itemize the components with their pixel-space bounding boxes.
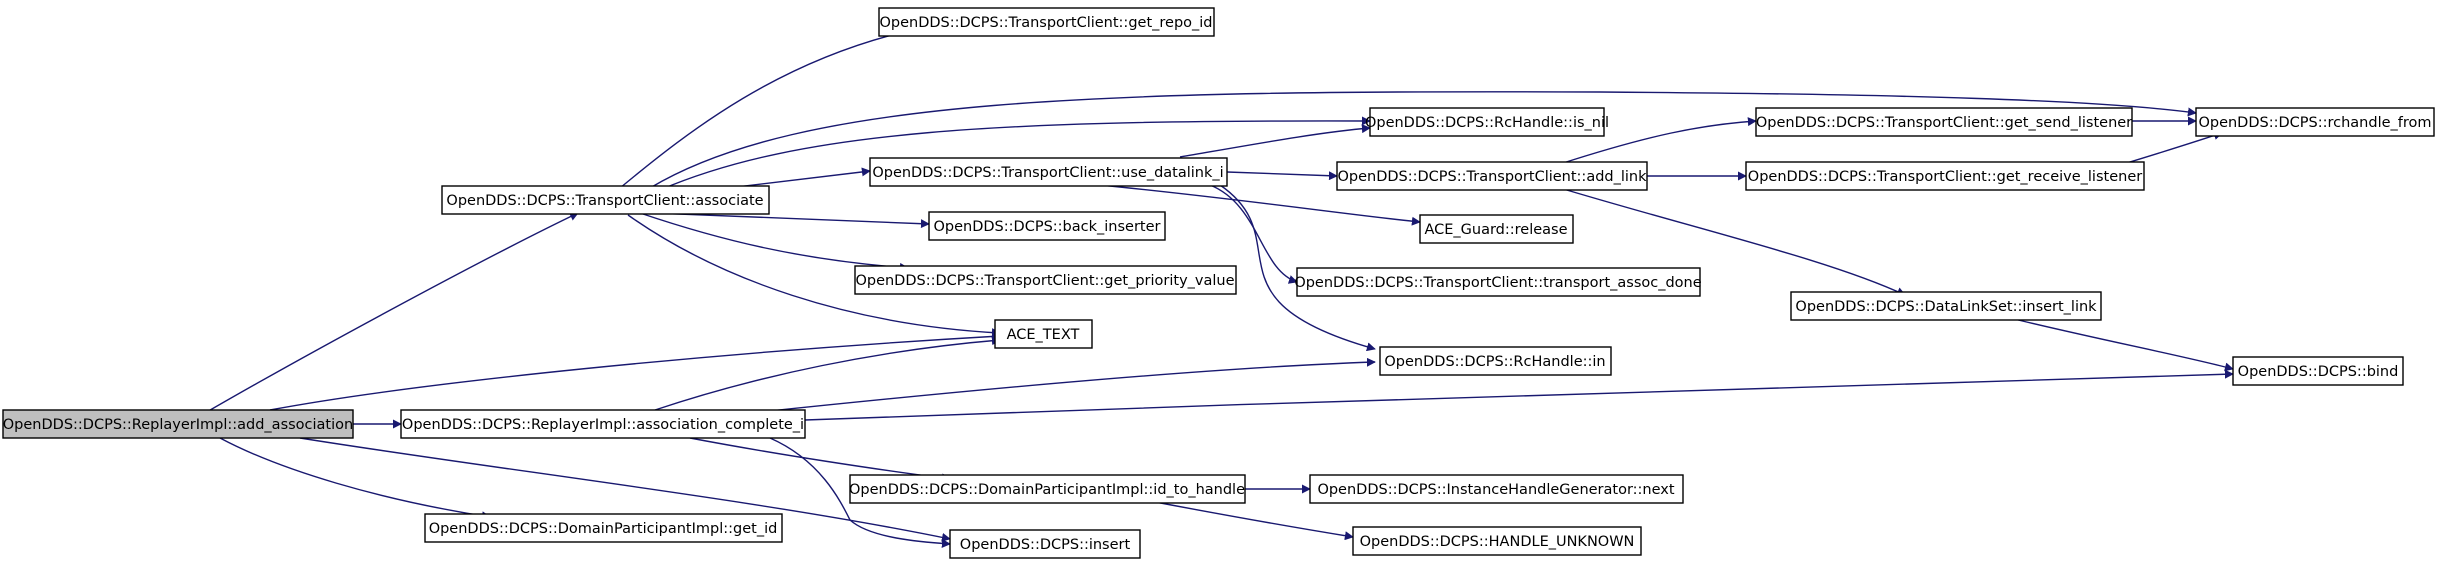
edge-add-link-to-get-send-listener [1559,117,1757,165]
edge-use-datalink-to-add-link [1226,171,1338,181]
node-label: OpenDDS::DCPS::back_inserter [934,219,1161,235]
edge-association-complete-to-ace-text [654,336,1001,411]
edge-add-link-to-insert-link [1559,187,1906,296]
node-back-inserter[interactable]: OpenDDS::DCPS::back_inserter [928,211,1166,241]
node-bind[interactable]: OpenDDS::DCPS::bind [2232,356,2404,386]
node-label: OpenDDS::DCPS::insert [960,537,1131,553]
node-label: OpenDDS::DCPS::HANDLE_UNKNOWN [1360,534,1635,550]
node-is-nil[interactable]: OpenDDS::DCPS::RcHandle::is_nil [1365,107,1609,137]
node-label: OpenDDS::DCPS::rchandle_from [2198,115,2431,131]
edge-insert-link-to-bind [2009,317,2234,372]
edge-associate-to-get-repo-id [619,27,913,189]
node-rchandle-from[interactable]: OpenDDS::DCPS::rchandle_from [2195,107,2435,137]
node-layer: OpenDDS::DCPS::ReplayerImpl::add_associa… [2,7,2435,559]
edge-use-datalink-to-is-nil [1179,124,1371,158]
edge-add-association-to-insert [299,437,951,542]
node-label: OpenDDS::DCPS::bind [2238,364,2399,380]
node-label: OpenDDS::DCPS::TransportClient::get_prio… [855,273,1234,289]
node-get-repo-id[interactable]: OpenDDS::DCPS::TransportClient::get_repo… [878,7,1215,37]
node-label: OpenDDS::DCPS::DomainParticipantImpl::id… [849,482,1245,498]
node-rchandle-in[interactable]: OpenDDS::DCPS::RcHandle::in [1379,346,1612,376]
node-label: OpenDDS::DCPS::InstanceHandleGenerator::… [1317,482,1674,498]
edge-id-to-handle-to-handle-unknown [1149,500,1354,541]
edge-get-receive-listener-to-rchandle-from [2119,131,2223,166]
node-associate[interactable]: OpenDDS::DCPS::TransportClient::associat… [441,185,770,215]
node-id-to-handle[interactable]: OpenDDS::DCPS::DomainParticipantImpl::id… [849,474,1246,504]
node-get-priority-value[interactable]: OpenDDS::DCPS::TransportClient::get_prio… [854,265,1237,295]
node-insert[interactable]: OpenDDS::DCPS::insert [949,529,1141,559]
node-get-send-listener[interactable]: OpenDDS::DCPS::TransportClient::get_send… [1755,107,2133,137]
edge-add-association-to-ace-text [269,331,1001,411]
node-label: OpenDDS::DCPS::TransportClient::get_repo… [879,15,1212,31]
node-ace-guard-release[interactable]: ACE_Guard::release [1419,214,1574,244]
edge-association-complete-to-insert [769,437,951,548]
node-transport-assoc-done[interactable]: OpenDDS::DCPS::TransportClient::transpor… [1294,267,1702,297]
edge-layer [204,27,2234,548]
edge-associate-to-rchandle-from [649,91,2197,189]
node-insert-link[interactable]: OpenDDS::DCPS::DataLinkSet::insert_link [1790,291,2102,321]
node-label: OpenDDS::DCPS::DomainParticipantImpl::ge… [429,521,778,537]
edge-associate-to-get-priority-value [639,212,909,272]
node-handle-unknown[interactable]: OpenDDS::DCPS::HANDLE_UNKNOWN [1352,526,1642,556]
node-label: OpenDDS::DCPS::TransportClient::add_link [1337,169,1647,185]
node-add-link[interactable]: OpenDDS::DCPS::TransportClient::add_link [1336,161,1648,191]
node-label: ACE_Guard::release [1424,222,1567,238]
node-label: OpenDDS::DCPS::ReplayerImpl::add_associa… [3,417,353,433]
node-label: OpenDDS::DCPS::ReplayerImpl::association… [402,417,804,433]
node-instance-handle-next[interactable]: OpenDDS::DCPS::InstanceHandleGenerator::… [1309,474,1684,504]
node-label: OpenDDS::DCPS::TransportClient::associat… [446,193,763,209]
node-get-receive-listener[interactable]: OpenDDS::DCPS::TransportClient::get_rece… [1745,161,2145,191]
node-ace-text[interactable]: ACE_TEXT [994,319,1093,349]
node-label: OpenDDS::DCPS::TransportClient::get_rece… [1748,169,2142,185]
edge-association-complete-to-bind [804,369,2234,421]
node-label: ACE_TEXT [1007,327,1080,343]
edge-associate-to-is-nil [659,116,1371,191]
node-label: OpenDDS::DCPS::RcHandle::is_nil [1365,115,1609,131]
edge-associate-to-ace-text [627,214,1001,338]
node-label: OpenDDS::DCPS::TransportClient::get_send… [1756,115,2132,131]
node-label: OpenDDS::DCPS::TransportClient::transpor… [1294,275,1701,291]
edge-use-datalink-to-ace-guard-release [1099,184,1421,226]
edge-association-complete-to-id-to-handle [689,437,951,483]
node-label: OpenDDS::DCPS::TransportClient::use_data… [872,165,1223,181]
edge-add-association-to-associate [204,212,579,414]
edge-add-association-to-get-id [219,437,491,521]
edge-use-datalink-to-transport-assoc-done [1209,184,1298,284]
node-use-datalink-i[interactable]: OpenDDS::DCPS::TransportClient::use_data… [869,157,1228,187]
node-get-id[interactable]: OpenDDS::DCPS::DomainParticipantImpl::ge… [424,513,783,543]
edge-association-complete-to-rchandle-in [759,357,1376,413]
node-label: OpenDDS::DCPS::DataLinkSet::insert_link [1795,299,2097,315]
node-label: OpenDDS::DCPS::RcHandle::in [1384,354,1605,370]
node-association-complete-i[interactable]: OpenDDS::DCPS::ReplayerImpl::association… [400,409,806,439]
edge-use-datalink-to-rchandle-in [1219,184,1376,352]
node-add-association[interactable]: OpenDDS::DCPS::ReplayerImpl::add_associa… [2,409,354,439]
